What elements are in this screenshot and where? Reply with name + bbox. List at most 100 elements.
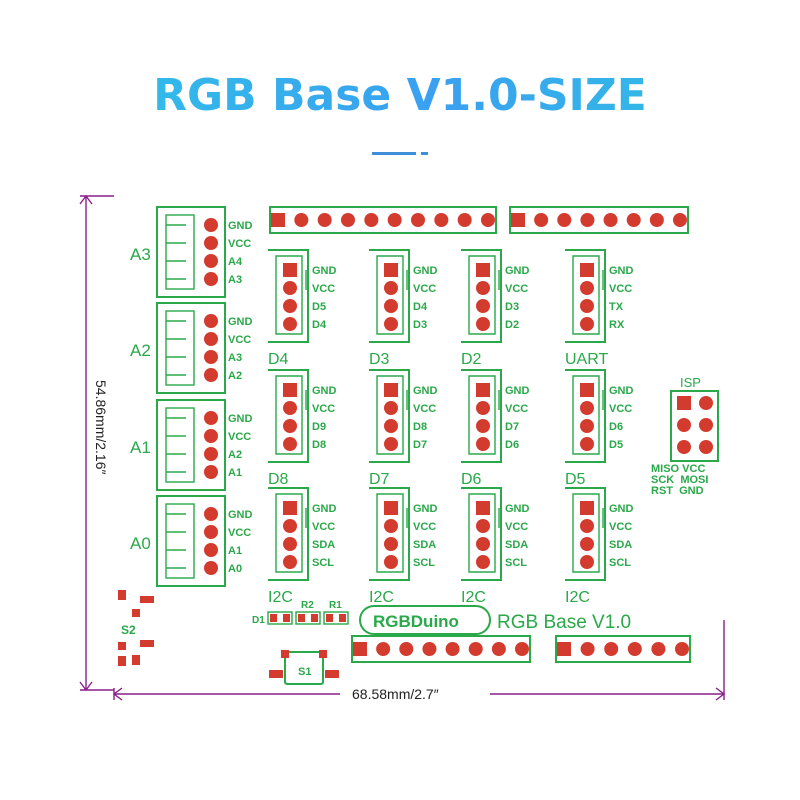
bottom-right-header-pin xyxy=(651,642,666,656)
title-underline xyxy=(372,152,416,155)
pin-label: VCC xyxy=(413,283,436,295)
height-dimension: 54.86mm/2.16″ xyxy=(79,194,114,692)
pin-label: SDA xyxy=(413,539,436,551)
connector-label: D5 xyxy=(565,471,586,488)
connector-label: I2C xyxy=(461,589,486,606)
pin-label: D5 xyxy=(609,439,623,451)
connector-i2c: GND VCC SDA SCL I2C xyxy=(461,487,530,606)
width-dimension: 68.58mm/2.7″ xyxy=(112,620,726,702)
pin-label: GND xyxy=(228,509,253,521)
width-label: 68.58mm/2.7″ xyxy=(352,686,439,702)
pin-label: A2 xyxy=(228,449,242,461)
pin-label: VCC xyxy=(609,403,632,415)
pin-label: VCC xyxy=(505,521,528,533)
connector-label: D7 xyxy=(369,471,390,488)
analog-connector-label: A0 xyxy=(130,534,151,553)
top-right-header-pin xyxy=(580,213,595,227)
pin-label: VCC xyxy=(505,403,528,415)
pin-label: GND xyxy=(312,385,337,397)
isp-header: ISP MISO VCC SCK MOSI RST GND xyxy=(651,375,719,497)
pin-label: TX xyxy=(609,301,624,313)
top-left-header-pin xyxy=(364,213,379,227)
isp-pins-row-1: MISO VCC xyxy=(651,463,705,475)
pin-label: A2 xyxy=(228,370,242,382)
pin-label: A1 xyxy=(228,467,242,479)
led-and-resistors: D1 R2 R1 xyxy=(252,600,349,626)
connector-label: D8 xyxy=(268,471,289,488)
bottom-right-header-pin xyxy=(580,642,595,656)
pin-label: VCC xyxy=(413,403,436,415)
bottom-left-header-pin xyxy=(491,642,506,656)
top-right-header-pin-1 xyxy=(511,213,525,227)
pin-label: SDA xyxy=(312,539,335,551)
top-left-header-pin-1 xyxy=(271,213,285,227)
pin-label: VCC xyxy=(228,527,251,539)
analog-connector-label: A3 xyxy=(130,245,151,264)
bottom-left-header-pin xyxy=(515,642,529,656)
analog-connector-label: A2 xyxy=(130,341,151,360)
pin-label: GND xyxy=(505,503,530,515)
height-label: 54.86mm/2.16″ xyxy=(93,380,109,474)
page-title: RGB Base V1.0-SIZE xyxy=(0,70,800,121)
r1-label: R1 xyxy=(329,600,342,611)
pin-label: SDA xyxy=(505,539,528,551)
switch-s2: S2 xyxy=(118,590,154,666)
bottom-right-header xyxy=(555,635,691,663)
d1-label: D1 xyxy=(252,615,265,626)
pin-label: D7 xyxy=(413,439,427,451)
analog-connectors: GNDVCCA4A3A3GNDVCCA3A2A2GNDVCCA2A1A1GNDV… xyxy=(130,206,253,587)
pin-label: VCC xyxy=(312,403,335,415)
pin-label: SCL xyxy=(505,557,527,569)
pin-label: SCL xyxy=(413,557,435,569)
top-left-header-pin xyxy=(317,213,332,227)
pin-label: D3 xyxy=(505,301,519,313)
bottom-left-header-pin xyxy=(422,642,437,656)
connector-label: D3 xyxy=(369,351,390,368)
pin-label: VCC xyxy=(413,521,436,533)
connector-label: I2C xyxy=(268,589,293,606)
top-left-header-pin xyxy=(457,213,472,227)
bottom-left-header xyxy=(351,635,531,663)
pin-label: D4 xyxy=(312,319,327,331)
top-left-header-pin xyxy=(294,213,309,227)
top-left-header-pin xyxy=(341,213,355,227)
pin-label: GND xyxy=(609,265,634,277)
connector-label: D6 xyxy=(461,471,482,488)
switch-s1: S1 xyxy=(269,650,339,685)
pin-label: GND xyxy=(505,265,530,277)
bottom-right-header-pin xyxy=(675,642,689,656)
top-left-header xyxy=(269,206,497,234)
pin-label: D6 xyxy=(505,439,519,451)
pin-label: GND xyxy=(413,385,438,397)
top-right-header-pin xyxy=(626,213,641,227)
analog-connector-label: A1 xyxy=(130,438,151,457)
pin-label: GND xyxy=(609,503,634,515)
pin-label: GND xyxy=(505,385,530,397)
title-underline-dot xyxy=(421,152,428,155)
s2-label: S2 xyxy=(121,623,136,637)
pin-label: A3 xyxy=(228,274,242,286)
pin-label: GND xyxy=(413,265,438,277)
pin-label: GND xyxy=(228,413,253,425)
pin-label: SDA xyxy=(609,539,632,551)
pin-label: A1 xyxy=(228,545,242,557)
bottom-left-header-pin xyxy=(376,642,391,656)
pin-label: A3 xyxy=(228,352,242,364)
pin-label: SCL xyxy=(609,557,631,569)
connector-label: I2C xyxy=(369,589,394,606)
isp-pins-row-2: SCK MOSI xyxy=(651,474,708,486)
top-right-header xyxy=(509,206,689,234)
connector-label: D4 xyxy=(268,351,289,368)
bottom-left-header-pin xyxy=(468,642,483,656)
